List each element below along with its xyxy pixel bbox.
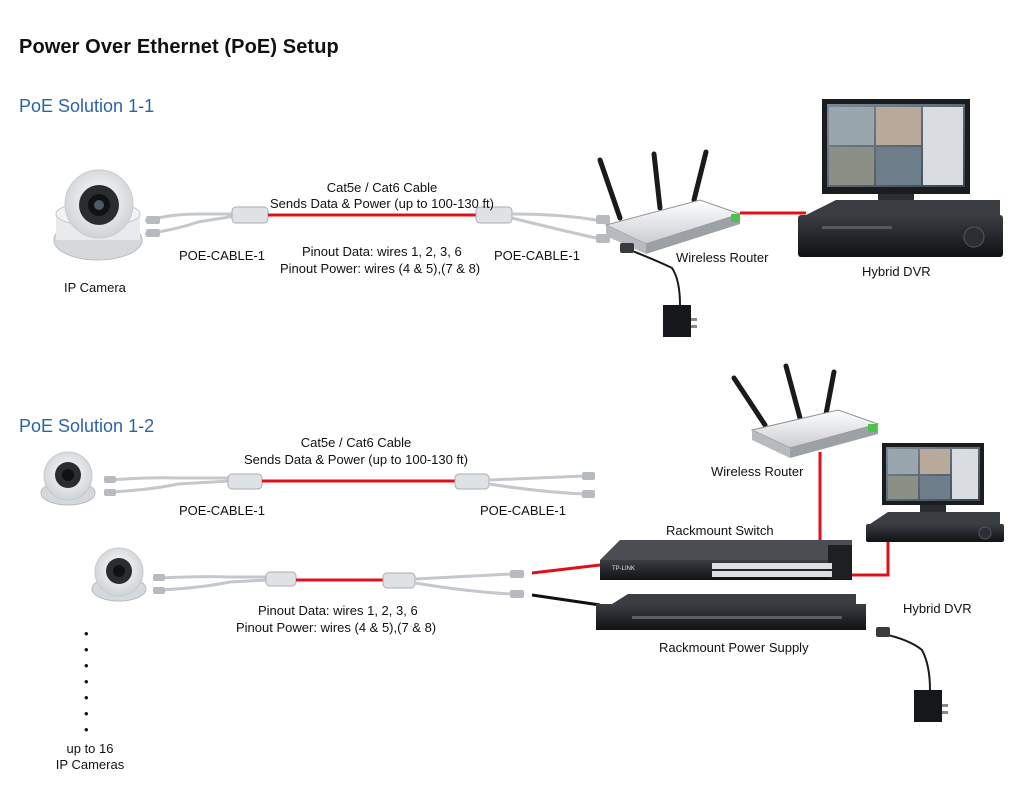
poe-cable-left-1 xyxy=(144,206,269,237)
solution-1-heading: PoE Solution 1-1 xyxy=(19,96,155,116)
hybrid-dvr-label-1: Hybrid DVR xyxy=(862,264,931,279)
solution-2-heading: PoE Solution 1-2 xyxy=(19,416,155,436)
cable-title-1: Cat5e / Cat6 Cable xyxy=(326,180,438,195)
switch-brand: TP-LINK xyxy=(612,566,635,572)
rackmount-switch: TP-LINK xyxy=(600,540,852,580)
poe-cable-left-label-2: POE-CABLE-1 xyxy=(179,503,265,518)
cable-to-psu xyxy=(531,593,601,607)
switch-dvr-cable xyxy=(852,542,890,577)
rackmount-power-supply-label: Rackmount Power Supply xyxy=(659,640,809,655)
power-adapter-2 xyxy=(876,627,948,722)
ip-camera-2 xyxy=(40,451,96,506)
cable-to-switch xyxy=(531,563,601,575)
poe-cable-left-2 xyxy=(104,473,263,496)
hybrid-dvr-2 xyxy=(866,512,1004,542)
poe-cable-right-1 xyxy=(475,206,610,243)
cable-desc-1: Sends Data & Power (up to 100-130 ft) xyxy=(269,196,494,211)
poe-cable-right-label-2: POE-CABLE-1 xyxy=(480,503,566,518)
poe-cable-right-2 xyxy=(454,472,595,498)
pinout-data-1: Pinout Data: wires 1, 2, 3, 6 xyxy=(302,244,462,259)
rackmount-switch-label: Rackmount Switch xyxy=(666,523,774,538)
cable-title-2: Cat5e / Cat6 Cable xyxy=(300,435,412,450)
hybrid-dvr-1 xyxy=(798,200,1003,257)
rackmount-power-supply xyxy=(596,594,866,630)
ip-camera-3 xyxy=(91,547,147,602)
ip-camera-1 xyxy=(53,169,143,261)
wireless-router-label-1: Wireless Router xyxy=(676,250,769,265)
poe-cable-left-3 xyxy=(153,571,297,594)
poe-cable-right-3 xyxy=(382,570,524,598)
page-title: Power Over Ethernet (PoE) Setup xyxy=(19,36,339,58)
pinout-power-2: Pinout Power: wires (4 & 5),(7 & 8) xyxy=(236,620,437,635)
cameras-count-line2: IP Cameras xyxy=(55,757,125,772)
wireless-router-2 xyxy=(731,363,880,458)
monitor-1 xyxy=(822,99,970,211)
wireless-router-label-2: Wireless Router xyxy=(711,464,804,479)
wireless-router-1 xyxy=(597,149,742,254)
monitor-2 xyxy=(882,443,984,513)
pinout-data-2: Pinout Data: wires 1, 2, 3, 6 xyxy=(258,603,418,618)
poe-cable-left-label-1: POE-CABLE-1 xyxy=(179,248,265,263)
poe-cable-right-label-1: POE-CABLE-1 xyxy=(494,248,580,263)
power-adapter-1 xyxy=(620,243,697,337)
hybrid-dvr-label-2: Hybrid DVR xyxy=(903,601,972,616)
more-cameras-dots: ••••••• xyxy=(84,626,89,737)
ip-camera-label: IP Camera xyxy=(64,280,126,295)
cameras-count-line1: up to 16 xyxy=(66,741,114,756)
cable-desc-2: Sends Data & Power (up to 100-130 ft) xyxy=(243,452,468,467)
pinout-power-1: Pinout Power: wires (4 & 5),(7 & 8) xyxy=(280,261,481,276)
